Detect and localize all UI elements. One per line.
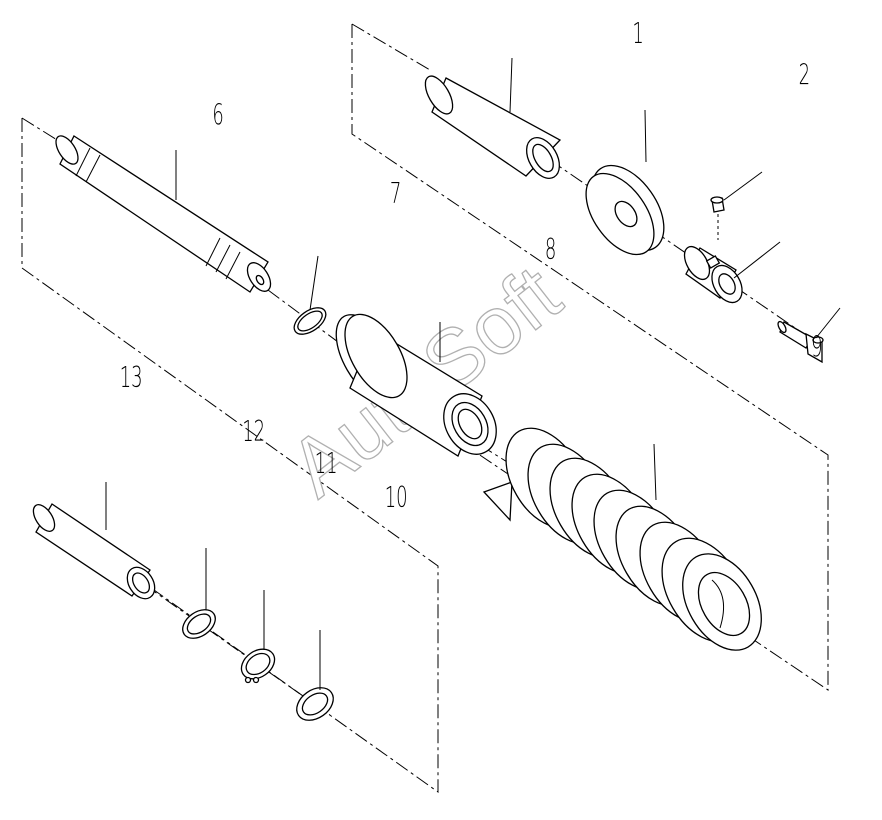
callout-10: 10 — [385, 480, 408, 514]
part-12-ring — [182, 609, 216, 639]
callout-12: 12 — [242, 415, 265, 449]
dashed-group-boundaries — [21, 23, 829, 793]
part-1-bushing — [424, 75, 562, 179]
part-11-snap-ring — [240, 648, 276, 684]
part-2-washer — [585, 164, 665, 256]
leader-lines — [105, 57, 841, 690]
part-8-flanged-cylinder — [335, 313, 497, 457]
callout-11: 11 — [315, 447, 338, 481]
part-3-grease-nipple — [710, 196, 725, 240]
callout-7: 7 — [390, 176, 401, 210]
callout-6: 6 — [212, 98, 223, 132]
callout-9: 9 — [811, 330, 822, 364]
part-10-ring — [296, 687, 334, 721]
part-7-o-ring — [293, 307, 327, 335]
part-13-pin — [32, 503, 156, 600]
callout-13: 13 — [120, 360, 143, 394]
callout-numbers: 1 2 3 4 5 6 7 8 9 10 11 12 13 — [120, 16, 823, 514]
callout-1: 1 — [632, 16, 643, 50]
part-5-valve — [777, 320, 824, 364]
part-9-spring — [482, 427, 762, 651]
part-6-rod — [55, 135, 272, 293]
callout-2: 2 — [799, 58, 810, 92]
part-4-collar — [683, 245, 743, 304]
callout-8: 8 — [545, 232, 556, 266]
